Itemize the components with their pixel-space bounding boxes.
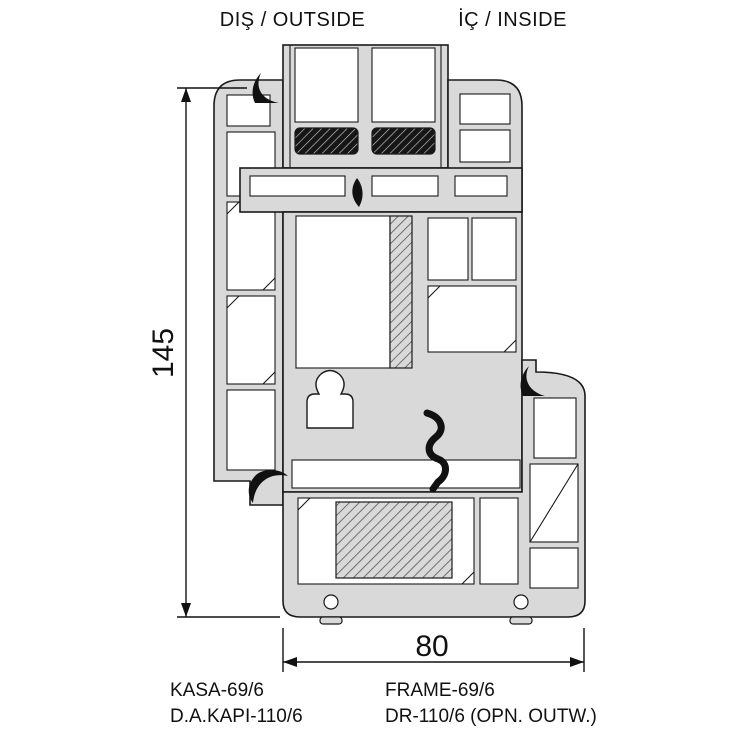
arrowhead-left	[283, 657, 297, 667]
gasket-center-seal	[423, 409, 449, 493]
glazing-unit	[282, 44, 449, 169]
arrowhead-up	[181, 88, 191, 102]
steel-reinforcement	[389, 215, 413, 369]
inside-label: İÇ / INSIDE	[458, 9, 567, 31]
sash-top-band	[239, 167, 523, 213]
arrowhead-right	[570, 657, 584, 667]
hardware-groove	[306, 369, 354, 429]
outside-label: DIŞ / OUTSIDE	[219, 9, 366, 31]
gasket-top-left	[252, 73, 279, 103]
width-dimension-value: 80	[415, 630, 449, 663]
screw-boss	[323, 594, 339, 610]
frame-code-turkish: KASA-69/6	[170, 680, 264, 701]
glass-spacer	[371, 127, 436, 155]
door-code-english: DR-110/6 (OPN. OUTW.)	[385, 706, 597, 727]
door-sash-profile	[282, 211, 523, 493]
gasket-right	[520, 366, 545, 396]
glass-pane-outer	[294, 47, 359, 123]
glass-spacer	[294, 127, 359, 155]
left-frame-profile	[213, 79, 284, 506]
gasket-glazing	[352, 178, 363, 207]
arrowhead-down	[181, 603, 191, 617]
gasket-bottom-left	[248, 470, 288, 503]
threshold-reinforcement	[335, 501, 453, 579]
threshold-frame-profile	[282, 359, 586, 625]
height-dimension	[177, 87, 280, 618]
gaskets	[248, 73, 545, 503]
frame-code-english: FRAME-69/6	[385, 680, 495, 701]
door-code-turkish: D.A.KAPI-110/6	[170, 706, 303, 727]
width-dimension	[282, 628, 585, 672]
glass-pane-inner	[371, 47, 436, 123]
screw-boss	[513, 594, 529, 610]
